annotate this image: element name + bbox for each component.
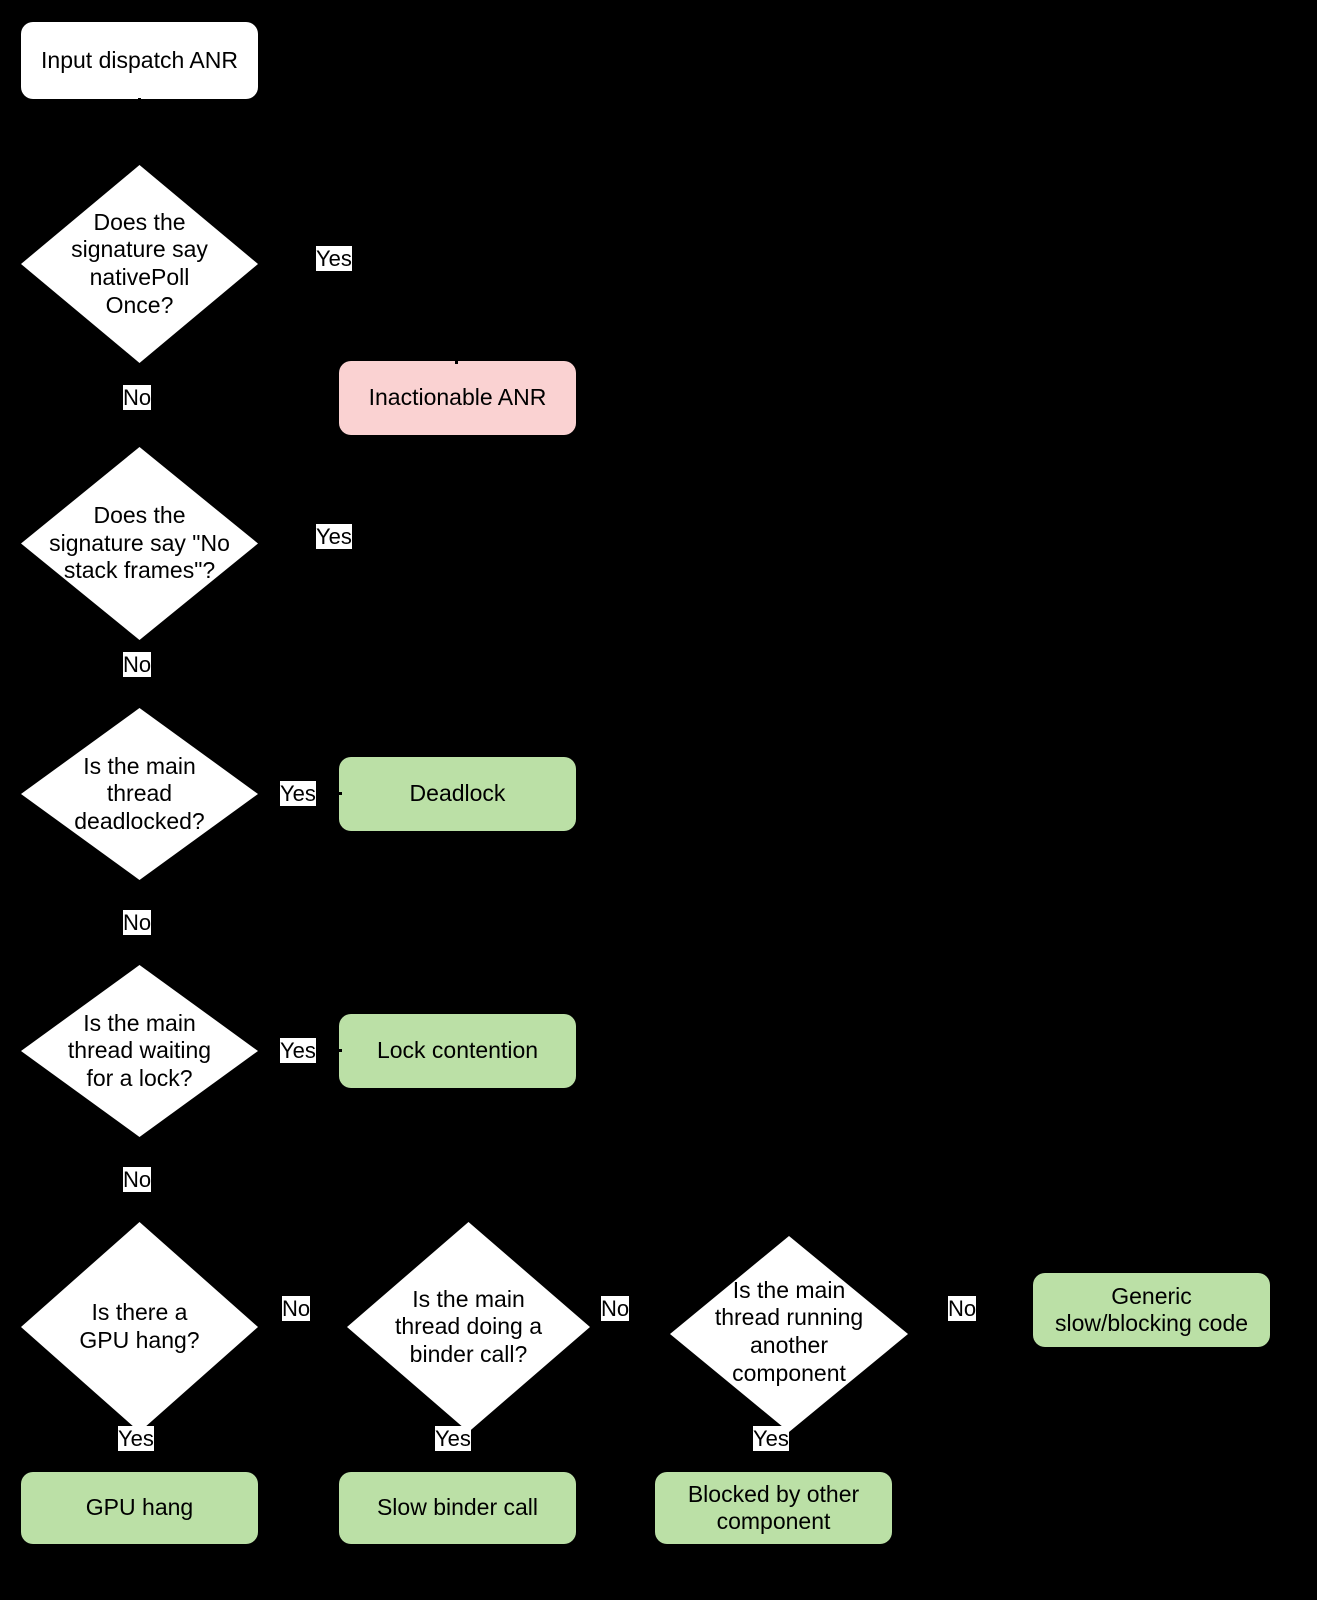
- node-gpu-hang-result[interactable]: GPU hang: [21, 1472, 258, 1544]
- decision-no-stack-frames[interactable]: Does the signature say "No stack frames"…: [21, 447, 258, 640]
- decision-label-line: GPU hang?: [79, 1327, 200, 1353]
- node-label-line: component: [716, 1508, 831, 1534]
- edge-label-d7-yes: Yes: [753, 1426, 789, 1452]
- node-label-line: slow/blocking code: [1054, 1310, 1249, 1336]
- edge-label-d2-yes: Yes: [316, 524, 352, 550]
- node-input-dispatch-anr[interactable]: Input dispatch ANR: [21, 22, 258, 99]
- decision-label-line: thread doing a: [394, 1313, 543, 1340]
- connector-d7-yes: [771, 1432, 774, 1472]
- node-label: GPU hang: [85, 1494, 194, 1521]
- edge-label-d6-no: No: [601, 1296, 630, 1322]
- decision-label-line: thread: [106, 780, 173, 807]
- decision-label-line: deadlocked?: [74, 807, 205, 834]
- decision-gpu-hang[interactable]: Is there a GPU hang?: [21, 1222, 258, 1432]
- node-label: Blocked by other component: [688, 1481, 859, 1535]
- decision-label-line: Is the main: [412, 1285, 525, 1312]
- decision-main-thread-waiting-lock[interactable]: Is the main thread waiting for a lock?: [21, 965, 258, 1137]
- edge-label-d1-no: No: [123, 385, 152, 411]
- decision-label-line: Is the main: [732, 1276, 846, 1303]
- node-label-line: Generic: [1111, 1282, 1192, 1309]
- decision-label-line: signature say "No: [49, 529, 230, 556]
- decision-label-line: stack frames"?: [63, 557, 216, 584]
- edge-label-d4-no: No: [123, 1167, 152, 1193]
- decision-label: Does the signature say "No stack frames"…: [49, 502, 230, 585]
- decision-label-line: binder call?: [409, 1340, 528, 1367]
- node-generic-slow-blocking-code[interactable]: Generic slow/blocking code: [1033, 1273, 1270, 1347]
- connector-start-d1: [138, 98, 141, 165]
- node-label: Lock contention: [376, 1037, 539, 1064]
- decision-label-line: thread running: [714, 1304, 864, 1331]
- decision-native-poll-once[interactable]: Does the signature say nativePoll Once?: [21, 165, 258, 363]
- edge-label-d5-yes: Yes: [118, 1426, 154, 1452]
- decision-label-line: for a lock?: [86, 1064, 193, 1091]
- node-label: Deadlock: [409, 780, 506, 807]
- connector-d2-yes: [258, 536, 463, 539]
- decision-label: Is there a GPU hang?: [79, 1299, 199, 1354]
- decision-label: Is the main thread waiting for a lock?: [68, 1010, 211, 1093]
- edge-label-d6-yes: Yes: [435, 1426, 471, 1452]
- decision-main-thread-deadlocked[interactable]: Is the main thread deadlocked?: [21, 708, 258, 880]
- decision-label-line: Is the main: [83, 1009, 196, 1036]
- edge-label-d3-no: No: [123, 910, 152, 936]
- node-slow-binder-call[interactable]: Slow binder call: [339, 1472, 576, 1544]
- edge-label-d2-no: No: [123, 652, 152, 678]
- edge-label-d5-no: No: [282, 1296, 311, 1322]
- decision-running-another-component[interactable]: Is the main thread running another compo…: [670, 1236, 908, 1432]
- connector-d1-yes: [258, 262, 463, 265]
- edge-label-d1-yes: Yes: [316, 246, 352, 272]
- decision-label-line: Does the: [93, 208, 186, 235]
- decision-binder-call[interactable]: Is the main thread doing a binder call?: [347, 1222, 590, 1432]
- decision-label: Is the main thread doing a binder call?: [395, 1286, 542, 1369]
- decision-label-line: Is the main: [83, 752, 196, 779]
- connector-d5-yes: [138, 1432, 141, 1472]
- connector-d1-yes-down: [455, 262, 458, 364]
- decision-label: Is the main thread running another compo…: [715, 1277, 863, 1387]
- node-lock-contention[interactable]: Lock contention: [339, 1014, 576, 1088]
- node-label: Inactionable ANR: [368, 384, 547, 411]
- decision-label-line: another: [749, 1332, 828, 1358]
- node-inactionable-anr[interactable]: Inactionable ANR: [339, 361, 576, 435]
- edge-label-d3-yes: Yes: [280, 781, 316, 807]
- decision-label-line: Is there a: [91, 1299, 188, 1326]
- decision-label: Does the signature say nativePoll Once?: [71, 209, 208, 319]
- decision-label-line: signature say: [71, 236, 208, 263]
- decision-label-line: nativePoll: [89, 264, 190, 290]
- decision-label-line: component: [732, 1359, 846, 1386]
- connector-d2-yes-up: [455, 442, 458, 538]
- node-label: Slow binder call: [376, 1494, 539, 1521]
- node-label-line: Blocked by other: [687, 1480, 860, 1507]
- node-label: Input dispatch ANR: [41, 46, 238, 73]
- edge-label-d4-yes: Yes: [280, 1038, 316, 1064]
- decision-label-line: Once?: [105, 291, 174, 318]
- node-deadlock[interactable]: Deadlock: [339, 757, 576, 831]
- connector-d6-yes: [455, 1432, 458, 1472]
- node-blocked-by-other-component[interactable]: Blocked by other component: [655, 1472, 892, 1544]
- connector-d6-no: [590, 1308, 671, 1311]
- decision-label-line: thread waiting: [67, 1037, 212, 1064]
- node-label: Generic slow/blocking code: [1055, 1283, 1248, 1337]
- edge-label-d7-no: No: [948, 1296, 977, 1322]
- decision-label-line: Does the: [93, 502, 186, 529]
- decision-label: Is the main thread deadlocked?: [74, 753, 204, 836]
